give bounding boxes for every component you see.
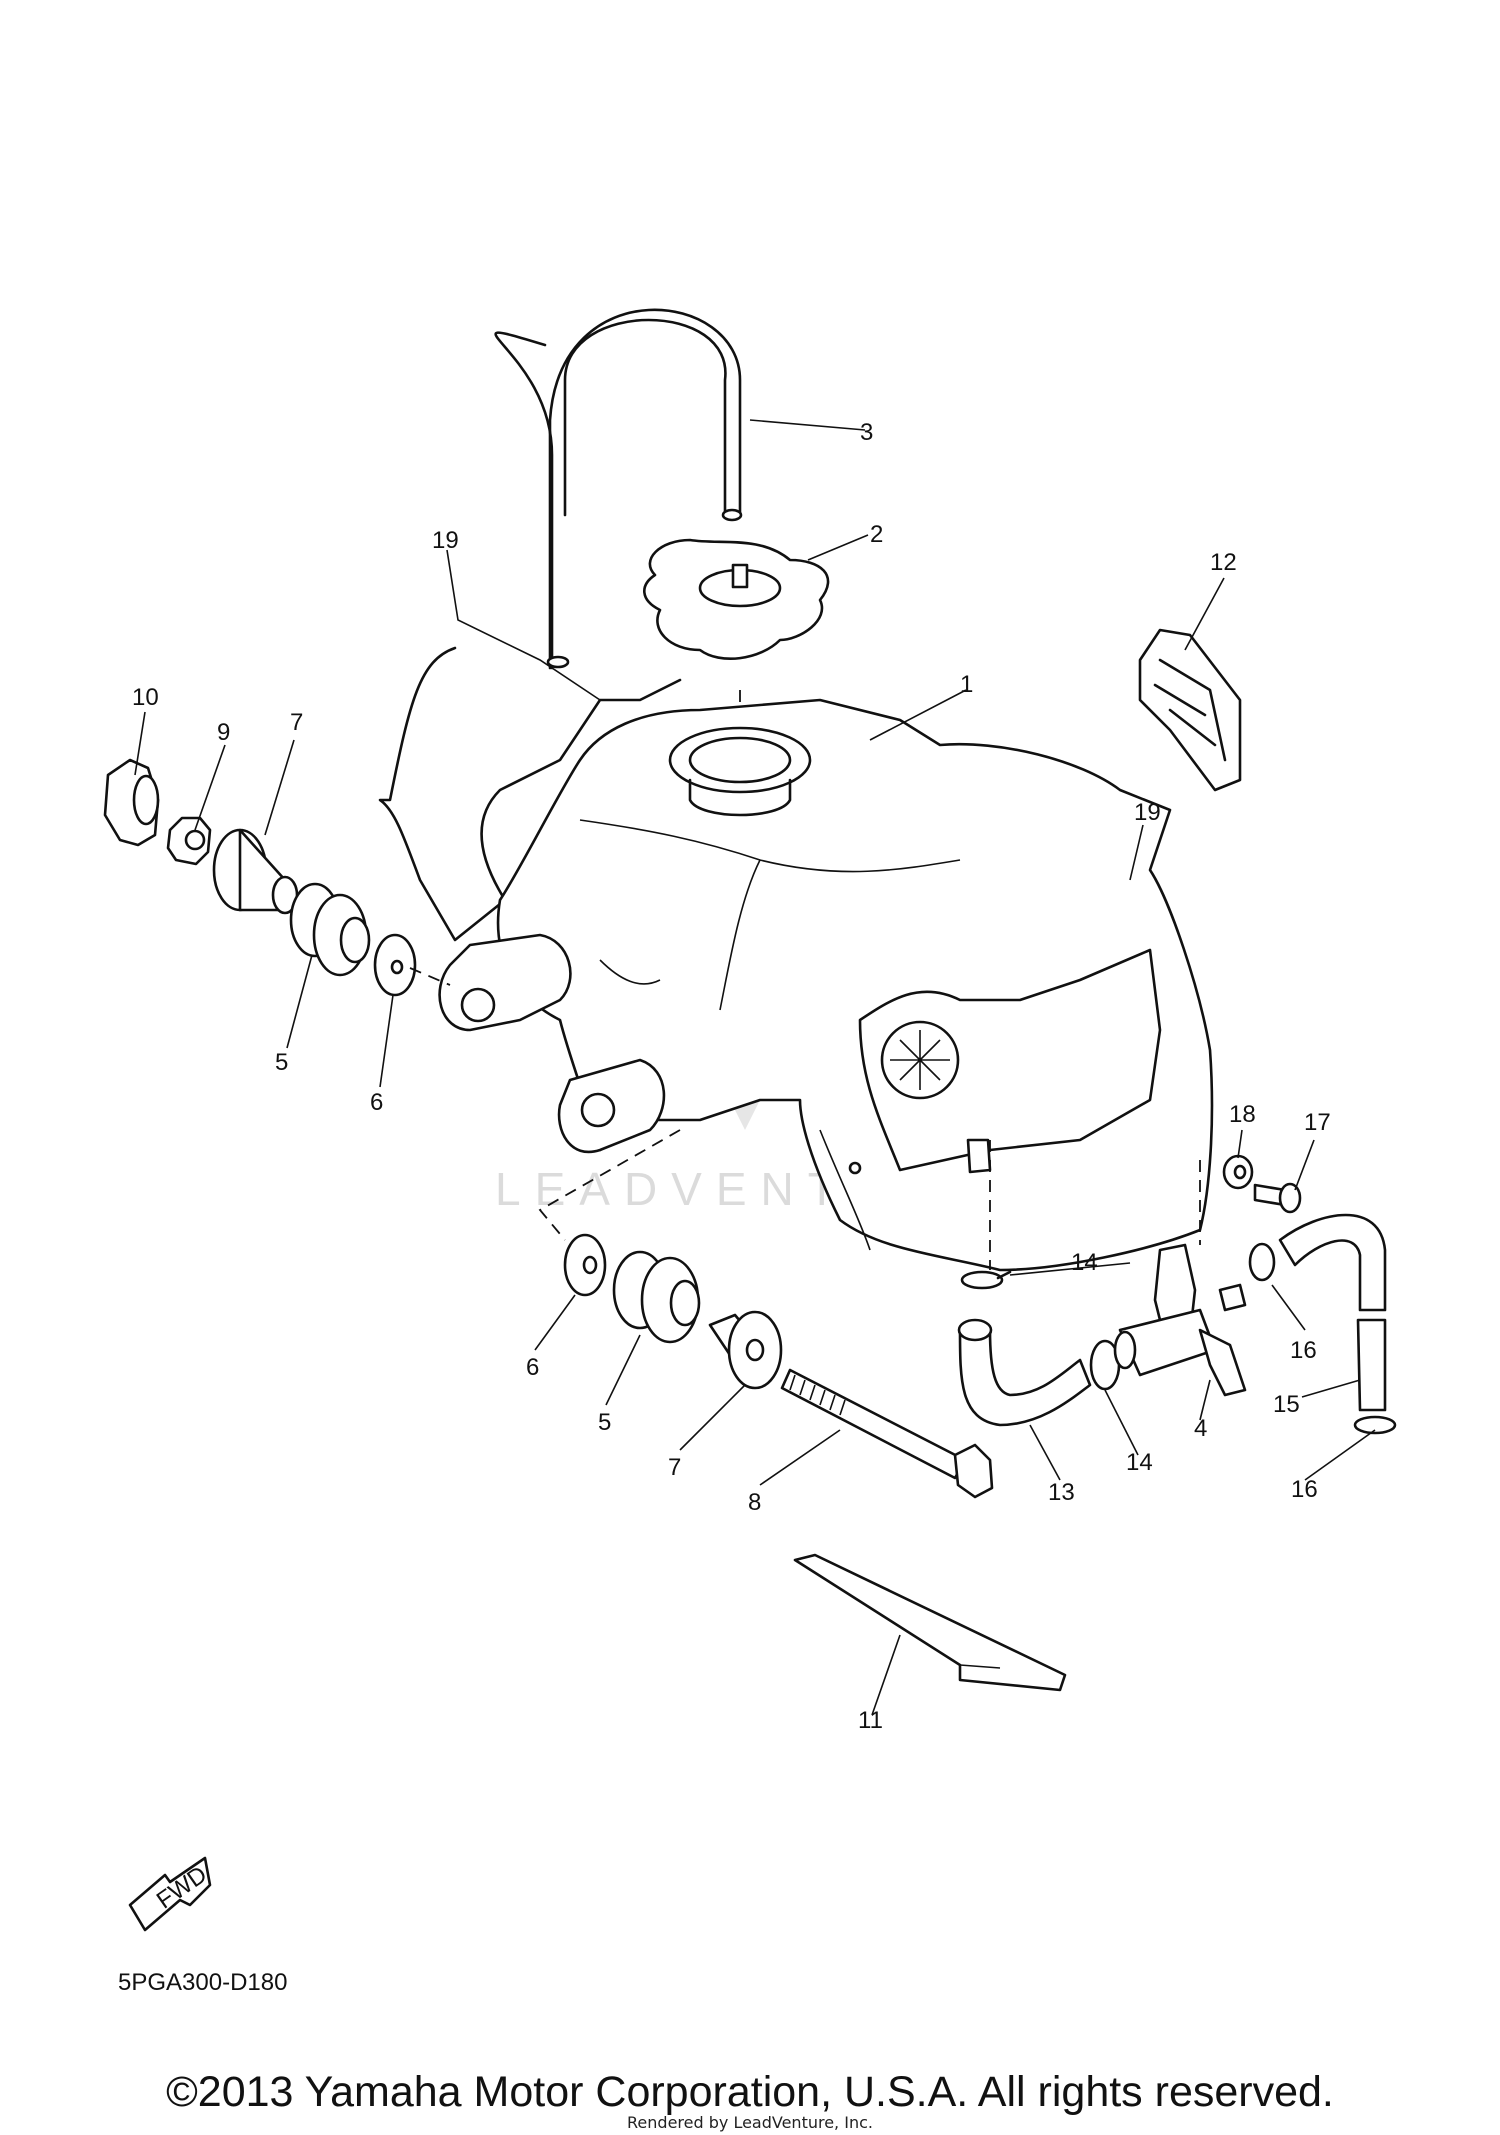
- nut-9: [166, 816, 212, 866]
- callout-14-lower: 14: [1126, 1449, 1153, 1476]
- rubber-damper-12: [1138, 628, 1242, 792]
- callout-16-upper: 16: [1290, 1337, 1317, 1364]
- fuel-cock-4: [1113, 1160, 1247, 1397]
- heat-protector-11: [793, 1553, 1067, 1692]
- callout-15: 15: [1273, 1391, 1300, 1418]
- fuel-hose-15: [1278, 1213, 1387, 1412]
- fuel-cap: [643, 538, 830, 760]
- hose-clamp-16-upper: [1248, 1242, 1276, 1282]
- callout-6-left: 6: [370, 1089, 383, 1116]
- callout-4: 4: [1194, 1415, 1207, 1442]
- callout-9: 9: [217, 719, 230, 746]
- collar-7-left: [212, 828, 299, 915]
- callout-7-left: 7: [290, 709, 303, 736]
- callout-17: 17: [1304, 1109, 1331, 1136]
- copyright-notice: ©2013 Yamaha Motor Corporation, U.S.A. A…: [166, 2068, 1334, 2116]
- callout-6-lower: 6: [526, 1354, 539, 1381]
- callout-10: 10: [132, 684, 159, 711]
- collar-7-lower: [708, 1310, 783, 1390]
- washer-6-left: [373, 933, 417, 997]
- bolt-8: [780, 1368, 994, 1499]
- callout-3: 3: [860, 419, 873, 446]
- diagram-code: 5PGA300-D180: [118, 1969, 287, 1996]
- callout-7-lower: 7: [668, 1454, 681, 1481]
- damper-5-left: [289, 882, 371, 977]
- callout-16-lower: 16: [1291, 1476, 1318, 1503]
- callout-18: 18: [1229, 1101, 1256, 1128]
- callout-13: 13: [1048, 1479, 1075, 1506]
- fuel-tank: [438, 698, 1214, 1272]
- callout-8: 8: [748, 1489, 761, 1516]
- callout-12: 12: [1210, 549, 1237, 576]
- callout-11: 11: [858, 1707, 883, 1734]
- damper-5-lower: [612, 1250, 701, 1344]
- fuel-hose-13: [957, 1318, 1092, 1427]
- rendered-by-note: Rendered by LeadVenture, Inc.: [627, 2113, 873, 2132]
- callout-numbers: 1 2 3 4 5 5 6 6 7 7 8 9 10 11 12 13 14 1…: [132, 419, 1331, 1734]
- fwd-arrow-icon: FWD: [128, 1856, 212, 1932]
- breather-hose: [494, 308, 743, 670]
- washer-18: [1222, 1154, 1254, 1190]
- callout-14-upper: 14: [1071, 1249, 1098, 1276]
- tank-pad-left: [378, 646, 682, 942]
- callout-1: 1: [960, 671, 973, 698]
- callout-19-left: 19: [432, 527, 459, 554]
- callout-2: 2: [870, 521, 883, 548]
- screw-17: [1253, 1182, 1302, 1214]
- leader-lines: [134, 419, 1376, 1716]
- nut-cap-10: [103, 758, 160, 847]
- callout-19-right: 19: [1134, 799, 1161, 826]
- callout-5-lower: 5: [598, 1409, 611, 1436]
- hose-clamp-16-lower: [1353, 1415, 1397, 1435]
- callout-5-left: 5: [275, 1049, 288, 1076]
- hose-clamp-14-upper: [960, 1270, 1012, 1290]
- washer-6-lower: [563, 1233, 607, 1297]
